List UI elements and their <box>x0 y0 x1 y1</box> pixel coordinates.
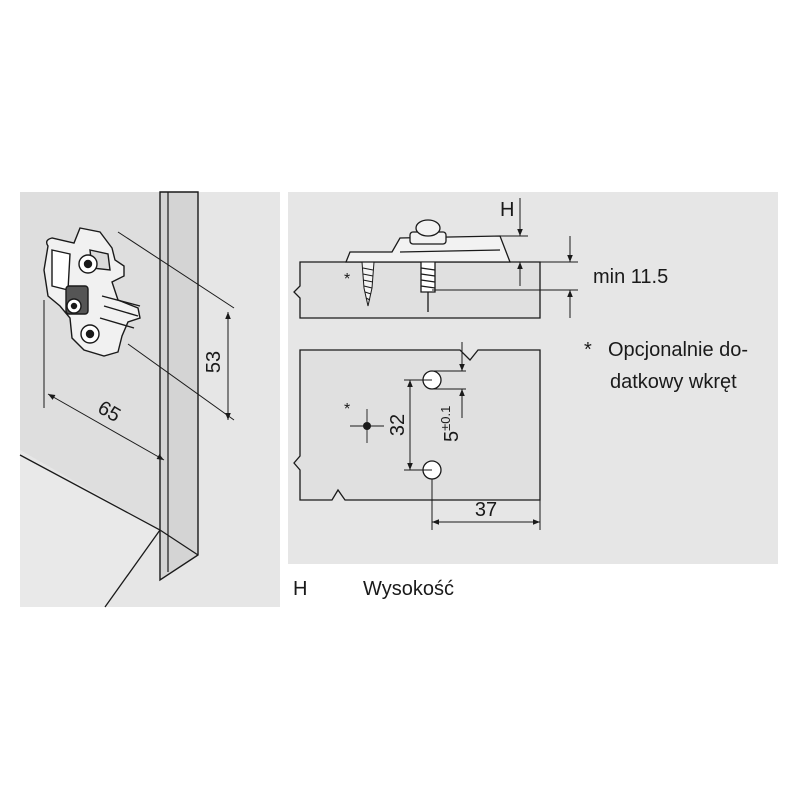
plate-screw-top-center <box>83 259 93 269</box>
cabinet-bottom <box>20 455 160 607</box>
note-marker: * <box>584 339 592 361</box>
dimension-min-thickness <box>432 236 578 318</box>
dimension-5-tolerance: ±0.1 <box>438 406 453 431</box>
dimension-H-label: H <box>500 199 514 221</box>
cabinet-bottom-front <box>104 529 161 608</box>
optional-screw-asterisk: * <box>344 271 350 288</box>
dimension-5-label: 5±0.1 <box>438 406 463 442</box>
board-section <box>293 261 541 319</box>
cabinet-front-edge <box>159 191 199 582</box>
plate-cam-screw-center <box>70 302 78 310</box>
dimension-5 <box>432 342 466 418</box>
board-plan-view <box>293 349 541 501</box>
mounting-plate-3d <box>43 227 141 357</box>
note-line-2: datkowy wkręt <box>610 371 737 393</box>
right-panel-2d-views: * H min 11.5 <box>288 192 778 564</box>
plate-slot <box>51 249 71 291</box>
dimension-H <box>420 198 545 286</box>
optional-screw-crosshair <box>350 409 384 443</box>
dimension-37-label: 37 <box>475 499 497 521</box>
note-line-1: Opcjonalnie do- <box>608 339 748 361</box>
dimension-32-label: 32 <box>387 414 409 436</box>
dimension-37 <box>431 479 541 530</box>
plate-rails <box>99 295 141 329</box>
dimension-53-label: 53 <box>203 351 225 373</box>
dimension-5-value: 5 <box>441 431 463 442</box>
dimension-min-thickness-label: min 11.5 <box>593 266 668 288</box>
dimension-32 <box>404 379 432 471</box>
optional-screw-asterisk-plan: * <box>344 401 350 418</box>
dimension-65 <box>43 300 169 470</box>
legend-value: Wysokość <box>363 578 454 600</box>
left-panel-3d-view: 53 65 <box>19 191 280 608</box>
plate-screw-bottom-center <box>85 329 95 339</box>
dimension-53 <box>117 231 235 421</box>
legend-key: H <box>293 578 308 600</box>
